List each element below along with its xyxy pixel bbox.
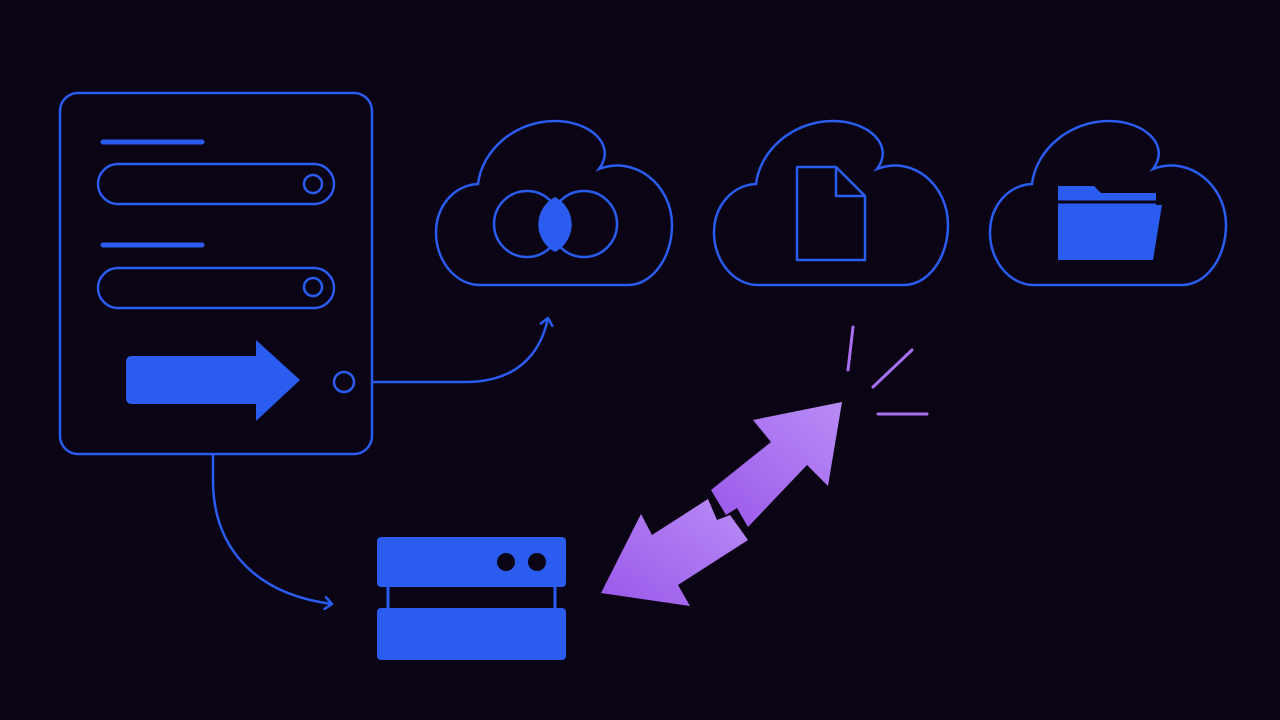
folder-back xyxy=(1058,186,1156,210)
input-field-1 xyxy=(96,162,336,206)
venn-overlap xyxy=(538,197,572,252)
input-knob-2 xyxy=(302,276,324,298)
server-unit-top xyxy=(377,537,566,587)
connector-port xyxy=(332,370,356,394)
cloud-document-icon xyxy=(712,119,950,287)
form-frame xyxy=(58,91,374,456)
cloud-outline-3 xyxy=(988,119,1228,287)
input-field-2 xyxy=(96,266,336,310)
server-led-2 xyxy=(528,553,546,571)
connector-to-cloud xyxy=(373,318,548,384)
broken-double-arrow-icon xyxy=(601,402,842,606)
cloud-folder-icon xyxy=(988,119,1228,287)
broken-arrow-lower xyxy=(601,499,748,606)
spark-line-2 xyxy=(871,348,914,389)
document-icon xyxy=(795,165,867,262)
spark-lines-icon xyxy=(846,325,929,416)
cloud-outline-1 xyxy=(434,119,674,287)
folder-front xyxy=(1058,205,1162,260)
input-knob-1 xyxy=(302,173,324,195)
cloud-venn-icon xyxy=(434,119,674,287)
server-rack-icon xyxy=(377,537,566,660)
connector-to-server xyxy=(211,455,332,604)
venn-circle-right xyxy=(549,189,619,259)
server-led-1 xyxy=(497,553,515,571)
submit-arrow-icon xyxy=(126,340,300,421)
broken-arrow-upper xyxy=(711,402,842,527)
spark-line-1 xyxy=(846,325,855,372)
venn-circle-left xyxy=(492,189,562,259)
web-form-icon xyxy=(58,91,374,456)
cloud-outline-2 xyxy=(712,119,950,287)
server-unit-bottom xyxy=(377,608,566,660)
